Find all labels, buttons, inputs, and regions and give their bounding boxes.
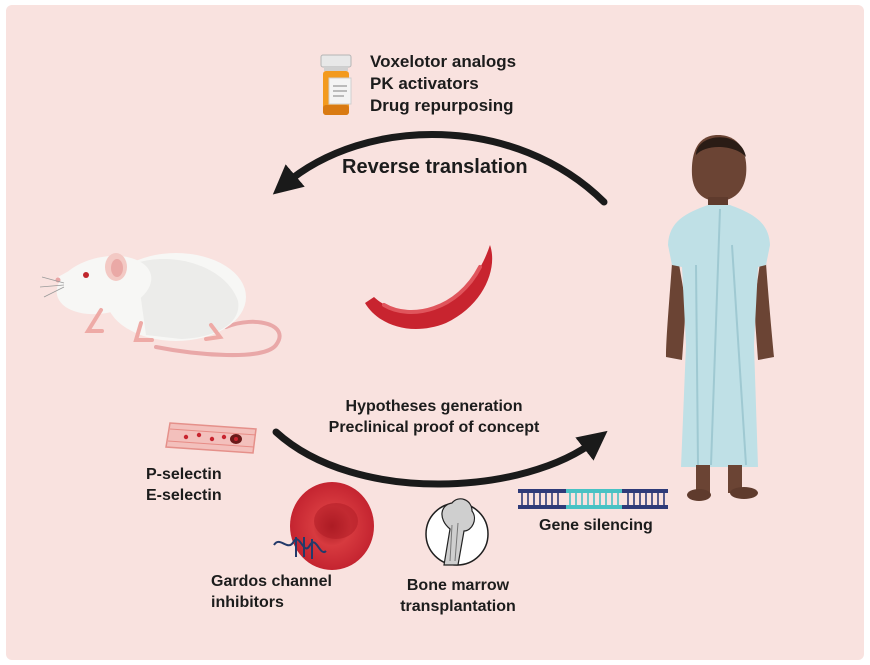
bone-marrow-label: Bone marrow transplantation bbox=[388, 575, 528, 617]
forward-translation-arrow bbox=[272, 428, 608, 488]
mouse-icon bbox=[39, 253, 282, 357]
selectin-2: E-selectin bbox=[146, 487, 222, 504]
bone-icon bbox=[425, 498, 489, 566]
drug-list: Voxelotor analogs PK activators Drug rep… bbox=[370, 51, 516, 117]
pill-bottle-icon bbox=[320, 54, 352, 115]
reverse-translation-arrow bbox=[272, 131, 608, 206]
gardos-line-2: inhibitors bbox=[211, 594, 284, 611]
reverse-translation-label: Reverse translation bbox=[342, 156, 528, 178]
drug-item-2: PK activators bbox=[370, 74, 479, 93]
bone-marrow-line-2: transplantation bbox=[400, 598, 516, 615]
gardos-line-1: Gardos channel bbox=[211, 573, 332, 590]
forward-line-2: Preclinical proof of concept bbox=[328, 419, 540, 436]
sickle-cell-icon bbox=[365, 245, 493, 330]
drug-item-3: Drug repurposing bbox=[370, 96, 514, 115]
forward-line-1: Hypotheses generation bbox=[345, 398, 523, 415]
diagram-graphics bbox=[39, 54, 774, 570]
drug-item-1: Voxelotor analogs bbox=[370, 52, 517, 71]
forward-translation-label: Hypotheses generation Preclinical proof … bbox=[304, 396, 564, 438]
blood-vessel-icon bbox=[165, 422, 257, 454]
dna-icon bbox=[518, 489, 668, 509]
bone-marrow-line-1: Bone marrow bbox=[406, 577, 510, 594]
selectin-label: P-selectin E-selectin bbox=[146, 464, 222, 506]
selectin-1: P-selectin bbox=[146, 466, 222, 483]
diagram-canvas: Voxelotor analogs PK activators Drug rep… bbox=[6, 5, 864, 660]
patient-icon bbox=[666, 135, 774, 501]
gardos-label: Gardos channel inhibitors bbox=[211, 571, 332, 613]
red-blood-cell-icon bbox=[273, 482, 374, 570]
gene-silencing-label: Gene silencing bbox=[539, 517, 653, 534]
